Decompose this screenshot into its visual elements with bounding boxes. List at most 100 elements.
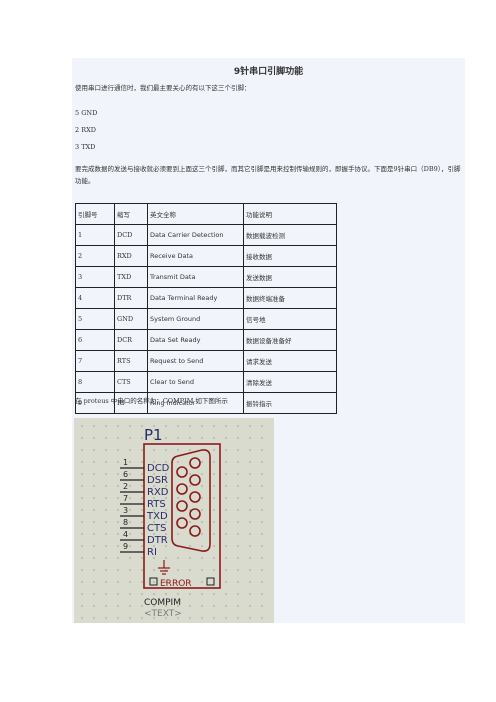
pin-label-rts: RTS [147,499,166,510]
grid-dot [201,569,203,571]
part-reference: P1 [144,426,163,444]
grid-dot [93,581,95,583]
grid-dot [81,581,83,583]
grid-dot [201,605,203,607]
grid-dot [237,605,239,607]
cell-full-name: Request to Send [147,350,244,372]
grid-dot [165,449,167,451]
grid-dot [165,581,167,583]
grid-dot [81,509,83,511]
grid-dot [153,497,155,499]
cell-function: 数据载波检测 [243,224,337,246]
grid-dot [177,569,179,571]
grid-dot [177,437,179,439]
cell-abbr: GND [114,308,148,330]
grid-dot [93,557,95,559]
grid-dot [249,593,251,595]
grid-dot [105,437,107,439]
grid-dot [141,617,143,619]
grid-dot [213,593,215,595]
grid-dot [141,581,143,583]
cell-function: 数据终端准备 [243,287,337,309]
grid-dot [93,569,95,571]
grid-dot [93,533,95,535]
grid-dot [189,545,191,547]
grid-dot [81,545,83,547]
grid-dot [117,521,119,523]
connector-pin-circle [189,508,201,520]
connector-pin-circle [176,517,188,529]
connector-pin-circle [189,525,201,537]
grid-dot [261,473,263,475]
page-title: 9针串口引脚功能 [233,67,304,77]
pin-number-9: 9 [123,542,128,551]
text-placeholder: <TEXT> [144,609,182,619]
grid-dot [249,569,251,571]
grid-dot [225,521,227,523]
schematic-background [74,418,274,623]
grid-dot [201,485,203,487]
cell-full-name: Transmit Data [147,266,244,288]
grid-dot [177,581,179,583]
grid-dot [213,461,215,463]
grid-dot [129,473,131,475]
grid-dot [237,449,239,451]
cell-full-name: Clear to Send [147,371,244,393]
connector-pin-circle [189,457,201,469]
grid-dot [249,545,251,547]
grid-dot [177,449,179,451]
part-name: COMPIM [144,598,181,608]
pin-label-dtr: DTR [147,535,168,546]
grid-dot [93,521,95,523]
grid-dot [261,461,263,463]
grid-dot [261,449,263,451]
grid-dot [105,521,107,523]
schematic-grid [81,425,263,619]
grid-dot [129,557,131,559]
grid-dot [249,617,251,619]
grid-dot [153,545,155,547]
grid-dot [93,461,95,463]
grid-dot [165,605,167,607]
grid-dot [201,509,203,511]
grid-dot [141,557,143,559]
ground-icon [158,560,170,575]
grid-dot [177,557,179,559]
grid-dot [213,449,215,451]
grid-dot [141,509,143,511]
grid-dot [141,485,143,487]
grid-dot [81,569,83,571]
grid-dot [261,497,263,499]
grid-dot [165,617,167,619]
grid-dot [213,425,215,427]
grid-dot [213,533,215,535]
grid-dot [225,605,227,607]
grid-dot [237,581,239,583]
grid-dot [225,485,227,487]
description-paragraph: 要完成数据的发送与接收就必须要到上面这三个引脚，而其它引脚是用来控制传输规则的，… [75,165,461,185]
grid-dot [105,533,107,535]
grid-dot [105,509,107,511]
grid-dot [105,557,107,559]
grid-dot [153,461,155,463]
grid-dot [261,521,263,523]
cell-function: 数据设备准备好 [243,329,337,351]
grid-dot [117,437,119,439]
grid-dot [225,593,227,595]
grid-dot [225,437,227,439]
grid-dot [105,581,107,583]
grid-dot [153,593,155,595]
grid-dot [237,425,239,427]
pin-number-6: 6 [123,470,128,479]
grid-dot [237,557,239,559]
grid-dot [201,521,203,523]
grid-dot [153,533,155,535]
grid-dot [189,605,191,607]
grid-dot [129,425,131,427]
connector-pin-circle [176,483,188,495]
grid-dot [105,473,107,475]
grid-dot [213,569,215,571]
grid-dot [237,509,239,511]
